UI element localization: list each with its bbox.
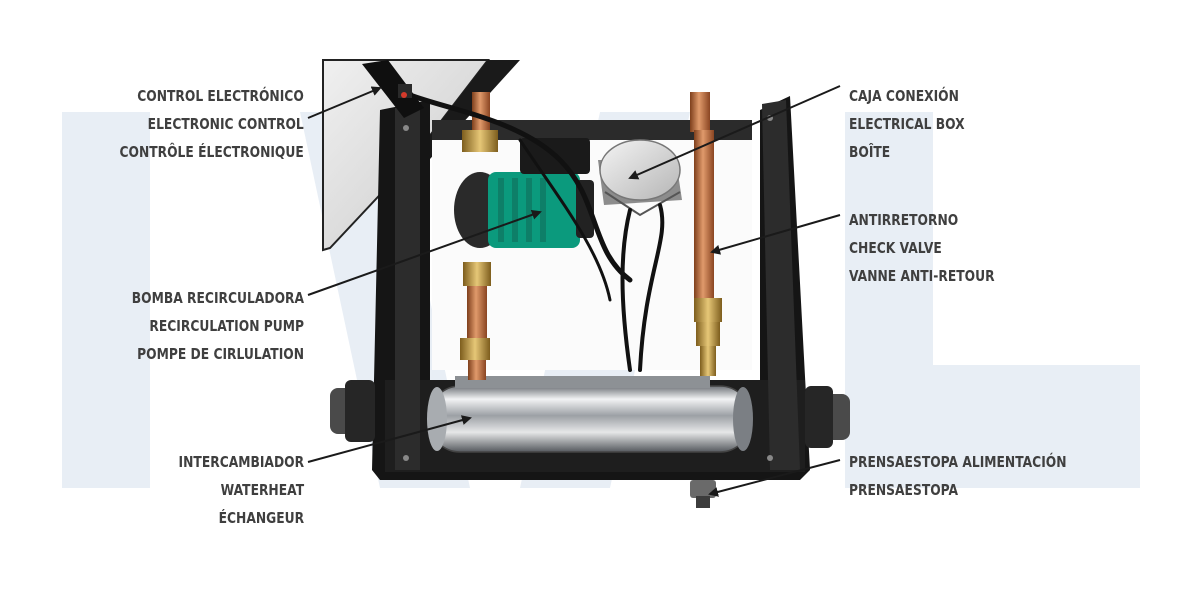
pointer-pump (307, 209, 542, 296)
label-line: BOÎTE (849, 143, 891, 161)
label-line: CAJA CONEXIÓN (849, 87, 959, 105)
label-line: INTERCAMBIADOR (178, 453, 304, 471)
outlet-connector (805, 386, 850, 448)
pointer-electrical-box (628, 85, 841, 180)
left-pipe (460, 92, 498, 380)
pointer-control (307, 86, 382, 119)
label-line: BOMBA RECIRCULADORA (131, 289, 304, 307)
label-line: WATERHEAT (220, 481, 304, 499)
label-electrical-box: CAJA CONEXIÓN ELECTRICAL BOX BOÎTE (849, 82, 965, 166)
label-line: PRENSAESTOPA ALIMENTACIÓN (849, 453, 1067, 471)
label-line: ANTIRRETORNO (849, 211, 959, 229)
cables (407, 92, 665, 372)
label-line: VANNE ANTI-RETOUR (849, 267, 995, 285)
pointer-check-valve (710, 214, 841, 255)
label-line: ELECTRICAL BOX (849, 115, 965, 133)
label-electronic-control: CONTROL ELECTRÓNICO ELECTRONIC CONTROL C… (120, 82, 304, 166)
label-line: ELECTRONIC CONTROL (147, 115, 304, 133)
right-pipe (690, 92, 722, 376)
pointer-gland (708, 459, 841, 497)
inlet-connector (330, 380, 375, 442)
label-line: ÉCHANGEUR (218, 509, 304, 527)
heat-exchanger-cylinder (427, 376, 753, 453)
label-line: CHECK VALVE (849, 239, 942, 257)
label-line: POMPE DE CIRLULATION (137, 345, 304, 363)
electronic-control (362, 60, 424, 118)
label-check-valve: ANTIRRETORNO CHECK VALVE VANNE ANTI-RETO… (849, 206, 995, 290)
label-recirculation-pump: BOMBA RECIRCULADORA RECIRCULATION PUMP P… (132, 284, 304, 368)
label-line: CONTROL ELECTRÓNICO (137, 87, 304, 105)
label-line: PRENSAESTOPA (849, 481, 959, 499)
label-cable-gland: PRENSAESTOPA ALIMENTACIÓN PRENSAESTOPA (849, 448, 1067, 504)
label-line: CONTRÔLE ÉLECTRONIQUE (119, 143, 304, 161)
label-line: RECIRCULATION PUMP (149, 317, 304, 335)
label-heat-exchanger: INTERCAMBIADOR WATERHEAT ÉCHANGEUR (178, 448, 304, 532)
pointer-lines (307, 85, 841, 497)
electrical-box (598, 139, 682, 217)
pointer-exchanger (307, 415, 472, 463)
